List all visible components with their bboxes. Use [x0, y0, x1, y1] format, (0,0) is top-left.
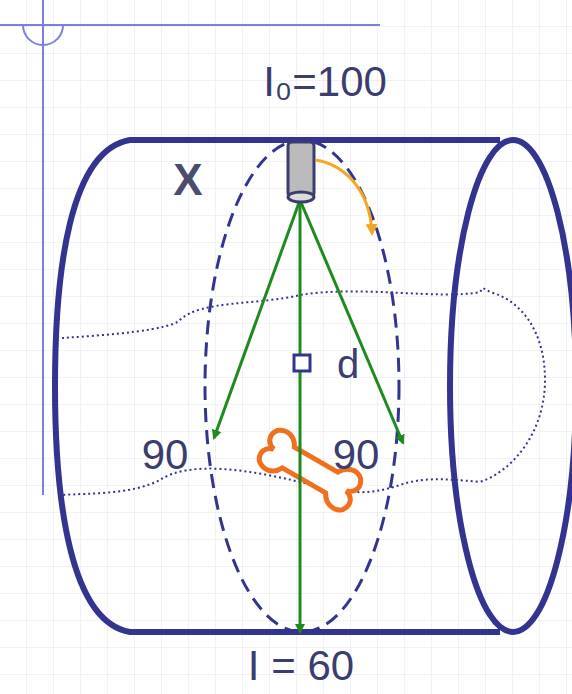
x-ray-beams [214, 200, 403, 632]
beam-value: 90 [333, 434, 380, 476]
intensity-in-label: I₀=100 [263, 61, 387, 103]
beam-value: 90 [142, 434, 189, 476]
rotation-arrow [316, 160, 372, 233]
voxel-label: d [337, 344, 359, 384]
scan-ring [205, 140, 399, 632]
gantry-cylinder [55, 140, 572, 632]
voxel-square [294, 355, 310, 371]
intensity-out-label: I = 60 [248, 645, 354, 687]
tube-label: X [173, 158, 202, 202]
x-ray-tube [288, 142, 314, 202]
